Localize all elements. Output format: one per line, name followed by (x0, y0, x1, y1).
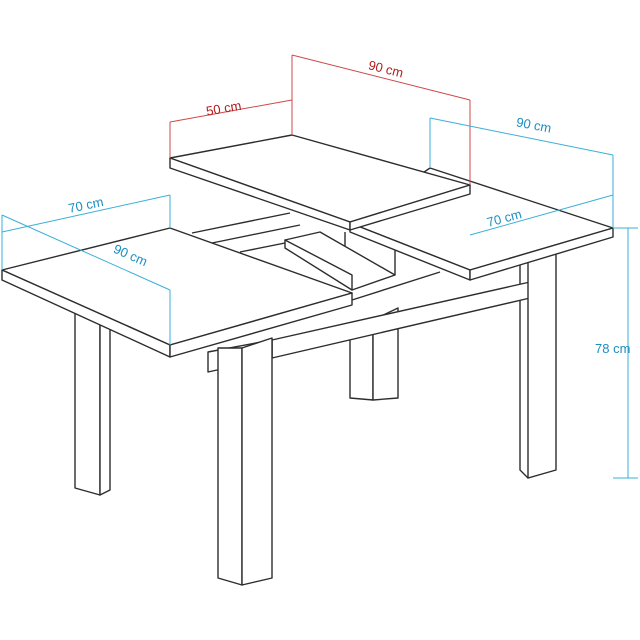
center-leaf-width-label: 50 cm (205, 98, 242, 119)
back-left-leg (74, 304, 111, 496)
table-height-label: 78 cm (595, 341, 630, 356)
center-leaf (169, 134, 471, 231)
front-right-leg (527, 249, 557, 479)
height-dimension (613, 227, 638, 479)
left-top-width-label: 70 cm (67, 194, 105, 216)
slide-plate (284, 231, 396, 291)
right-top-dimensions (429, 117, 614, 236)
left-tabletop (1, 227, 353, 358)
center-leaf-dimensions (169, 54, 471, 185)
center-leaf-length-label: 90 cm (367, 57, 405, 80)
front-middle-leg (217, 337, 273, 586)
left-top-dimensions (1, 194, 171, 345)
right-top-length-label: 90 cm (515, 114, 553, 135)
